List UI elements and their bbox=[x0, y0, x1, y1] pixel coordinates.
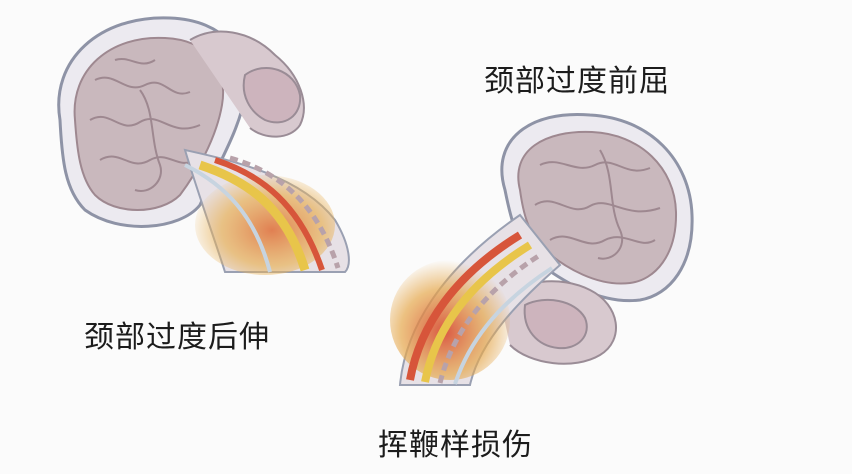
extension-label: 颈部过度后伸 bbox=[84, 320, 270, 355]
right-neck bbox=[390, 213, 562, 386]
flexion-label: 颈部过度前屈 bbox=[484, 64, 670, 99]
left-neck bbox=[183, 148, 350, 275]
caption-label: 挥鞭样损伤 bbox=[378, 428, 533, 463]
